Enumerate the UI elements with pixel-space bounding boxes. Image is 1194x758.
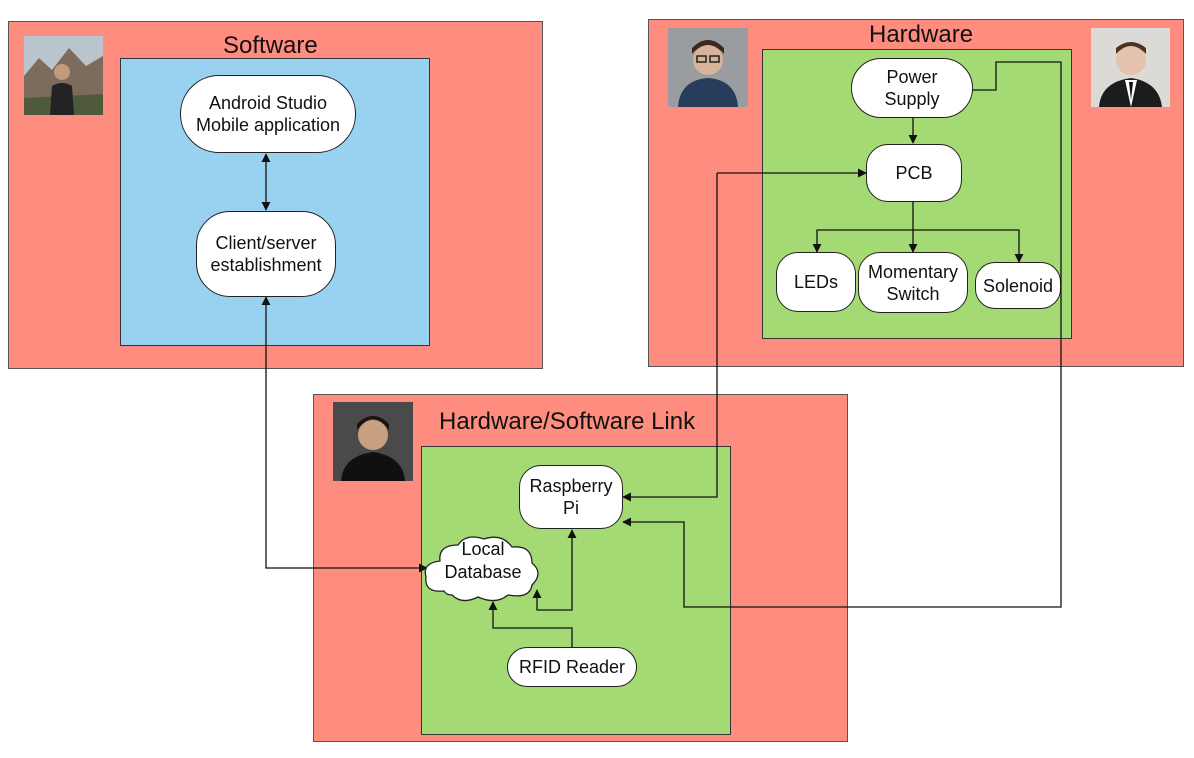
solenoid-node: Solenoid (975, 262, 1061, 309)
hardware-member-photo-1 (668, 28, 748, 107)
android-studio-node: Android Studio Mobile application (180, 75, 356, 153)
local-database-cloud (424, 536, 539, 602)
pcb-pi-connector (622, 173, 718, 502)
momentary-switch-node: Momentary Switch (858, 252, 968, 313)
client-server-node: Client/server establishment (196, 211, 336, 297)
pcb-node: PCB (866, 144, 962, 202)
software-member-photo (24, 36, 103, 115)
hardware-group-title: Hardware (869, 21, 974, 48)
software-group-title: Software (223, 32, 318, 59)
pcb-leds-connector (812, 202, 914, 253)
database-pi-connector (532, 529, 577, 611)
raspberry-pi-node: Raspberry Pi (519, 465, 623, 529)
link-group-title: Hardware/Software Link (439, 408, 696, 435)
power-supply-node: Power Supply (851, 58, 973, 118)
client-database-connector (261, 296, 428, 573)
leds-node: LEDs (776, 252, 856, 312)
power-pi-connector (622, 61, 1062, 608)
rfid-reader-node: RFID Reader (507, 647, 637, 687)
local-database-label: Local Database (444, 539, 522, 582)
rfid-database-connector (488, 601, 573, 647)
hardware-member-photo-2 (1091, 28, 1170, 107)
pcb-solenoid-connector (913, 229, 1024, 263)
